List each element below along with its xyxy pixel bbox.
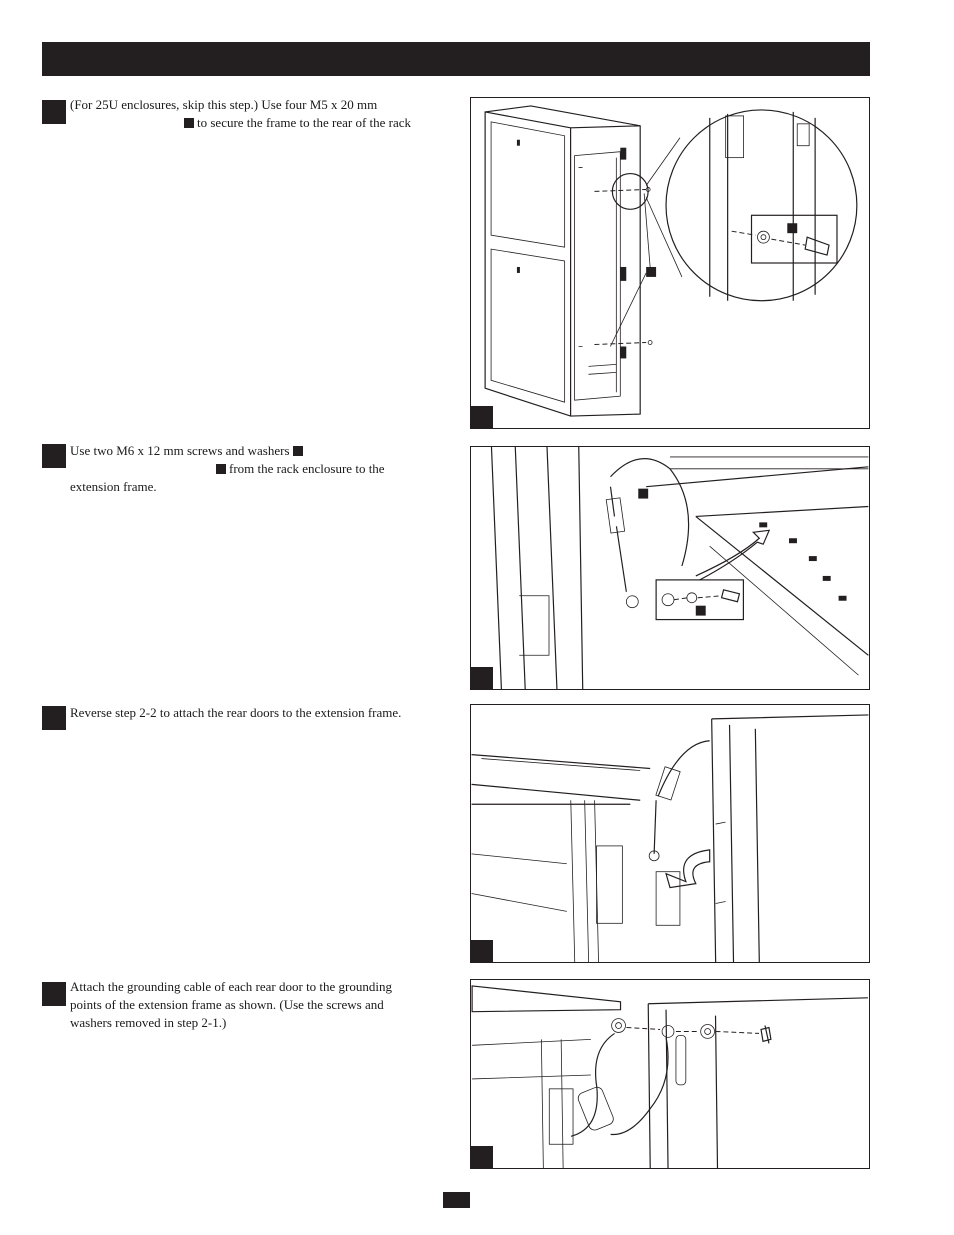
page-number-box	[443, 1192, 470, 1208]
rack-illustration	[484, 105, 858, 417]
grounding-cable-illustration	[490, 447, 869, 689]
figure-tag-1	[471, 406, 493, 428]
callout-marker-icon	[184, 118, 194, 128]
figure-rear-door-attach	[470, 704, 870, 963]
step-number-box-2	[42, 444, 66, 468]
callout-marker-icon	[216, 464, 226, 474]
step-1-line-2: to secure the frame to the rear of the r…	[197, 115, 412, 130]
step-number-box-3	[42, 706, 66, 730]
figure-grounding-cable-removal	[470, 446, 870, 690]
step-3-text: Reverse step 2-2 to attach the rear door…	[70, 704, 440, 722]
step-1-text: (For 25U enclosures, skip this step.) Us…	[70, 96, 440, 132]
step-2-line-1: Use two M6 x 12 mm screws and washers	[70, 443, 290, 458]
step-1-line-1: (For 25U enclosures, skip this step.) Us…	[70, 97, 378, 112]
step-2-line-3: extension frame.	[70, 479, 157, 494]
door-hinge-illustration	[471, 714, 869, 962]
section-header-bar	[42, 42, 870, 76]
step-number-box-4	[42, 982, 66, 1006]
step-2-line-2: from the rack enclosure to the	[229, 461, 385, 476]
step-number-box-1	[42, 100, 66, 124]
figure-tag-3	[471, 940, 493, 962]
step-1-line-2-wrap: to secure the frame to the rear of the r…	[70, 114, 440, 132]
step-2-line-1-wrap: Use two M6 x 12 mm screws and washers	[70, 442, 440, 460]
step-4-line-3: washers removed in step 2-1.)	[70, 1015, 227, 1030]
step-4-line-2: points of the extension frame as shown. …	[70, 997, 384, 1012]
callout-marker-icon	[292, 446, 303, 456]
step-2-line-2-wrap: from the rack enclosure to the	[70, 460, 440, 478]
step-3-line-1: Reverse step 2-2 to attach the rear door…	[70, 705, 402, 720]
screw-washer-illustration	[471, 985, 868, 1168]
step-4-text: Attach the grounding cable of each rear …	[70, 978, 440, 1032]
figure-tag-2	[471, 667, 493, 689]
figure-grounding-cable-attach	[470, 979, 870, 1169]
figure-tag-4	[471, 1146, 493, 1168]
step-2-text: Use two M6 x 12 mm screws and washers fr…	[70, 442, 440, 496]
figure-rack-extension-frame	[470, 97, 870, 429]
step-4-line-1: Attach the grounding cable of each rear …	[70, 979, 392, 994]
